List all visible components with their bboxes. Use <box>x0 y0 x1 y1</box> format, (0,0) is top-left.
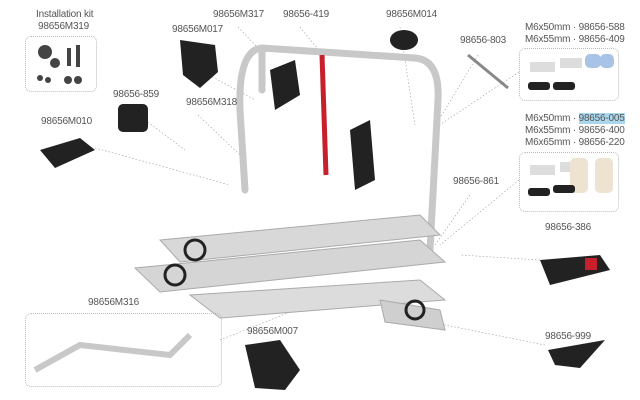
part-code: 98656-220 <box>578 137 625 148</box>
bolt-size: M6x55mm <box>525 34 571 45</box>
label-98656M007: 98656M007 <box>247 326 299 337</box>
bolt-size: M6x50mm <box>525 22 571 33</box>
label-98656-999: 98656-999 <box>545 331 592 342</box>
kit-a-row: M6x50mm · 98656-588 <box>525 22 625 33</box>
part-code: 98656-409 <box>578 34 625 45</box>
label-98656M014: 98656M014 <box>386 9 438 20</box>
label-98656-861: 98656-861 <box>453 176 500 187</box>
highlighted-code: 98656-005 <box>578 113 625 124</box>
label-98656M318: 98656M318 <box>186 97 238 108</box>
kit-b-row: M6x50mm · 98656-005 <box>525 113 625 124</box>
label-98656M317: 98656M317 <box>213 9 265 20</box>
bolt-size: M6x50mm <box>525 113 571 124</box>
bolt-size: M6x65mm <box>525 137 571 148</box>
label-98656M316: 98656M316 <box>88 297 140 308</box>
red-strap <box>319 54 329 176</box>
m316-box <box>25 313 222 387</box>
bolt <box>467 53 509 90</box>
part-code: 98656-588 <box>578 22 625 33</box>
label-98656M017: 98656M017 <box>172 24 224 35</box>
install-kit-box <box>25 36 97 92</box>
install-kit-code: 98656M319 <box>38 21 90 32</box>
label-98656M010: 98656M010 <box>41 116 93 127</box>
kit-b-row: M6x55mm · 98656-400 <box>525 125 625 136</box>
install-kit-title: Installation kit <box>36 9 94 20</box>
kit-b-parts <box>528 158 613 196</box>
label-98656-859: 98656-859 <box>113 89 160 100</box>
part-code: 98656-400 <box>578 125 625 136</box>
kit-b-box <box>519 152 619 212</box>
label-98656-803: 98656-803 <box>460 35 507 46</box>
kit-a-parts <box>528 54 614 90</box>
kit-a-box <box>519 48 619 101</box>
rails <box>133 214 447 331</box>
m316-part <box>33 332 193 373</box>
kit-a-row: M6x55mm · 98656-409 <box>525 34 625 45</box>
kit-icons <box>37 45 82 84</box>
label-98656-386: 98656-386 <box>545 222 592 233</box>
label-98656-419: 98656-419 <box>283 9 330 20</box>
black-parts <box>40 30 610 390</box>
bolt-size: M6x55mm <box>525 125 571 136</box>
kit-b-row: M6x65mm · 98656-220 <box>525 137 625 148</box>
rack-frame <box>236 44 442 254</box>
